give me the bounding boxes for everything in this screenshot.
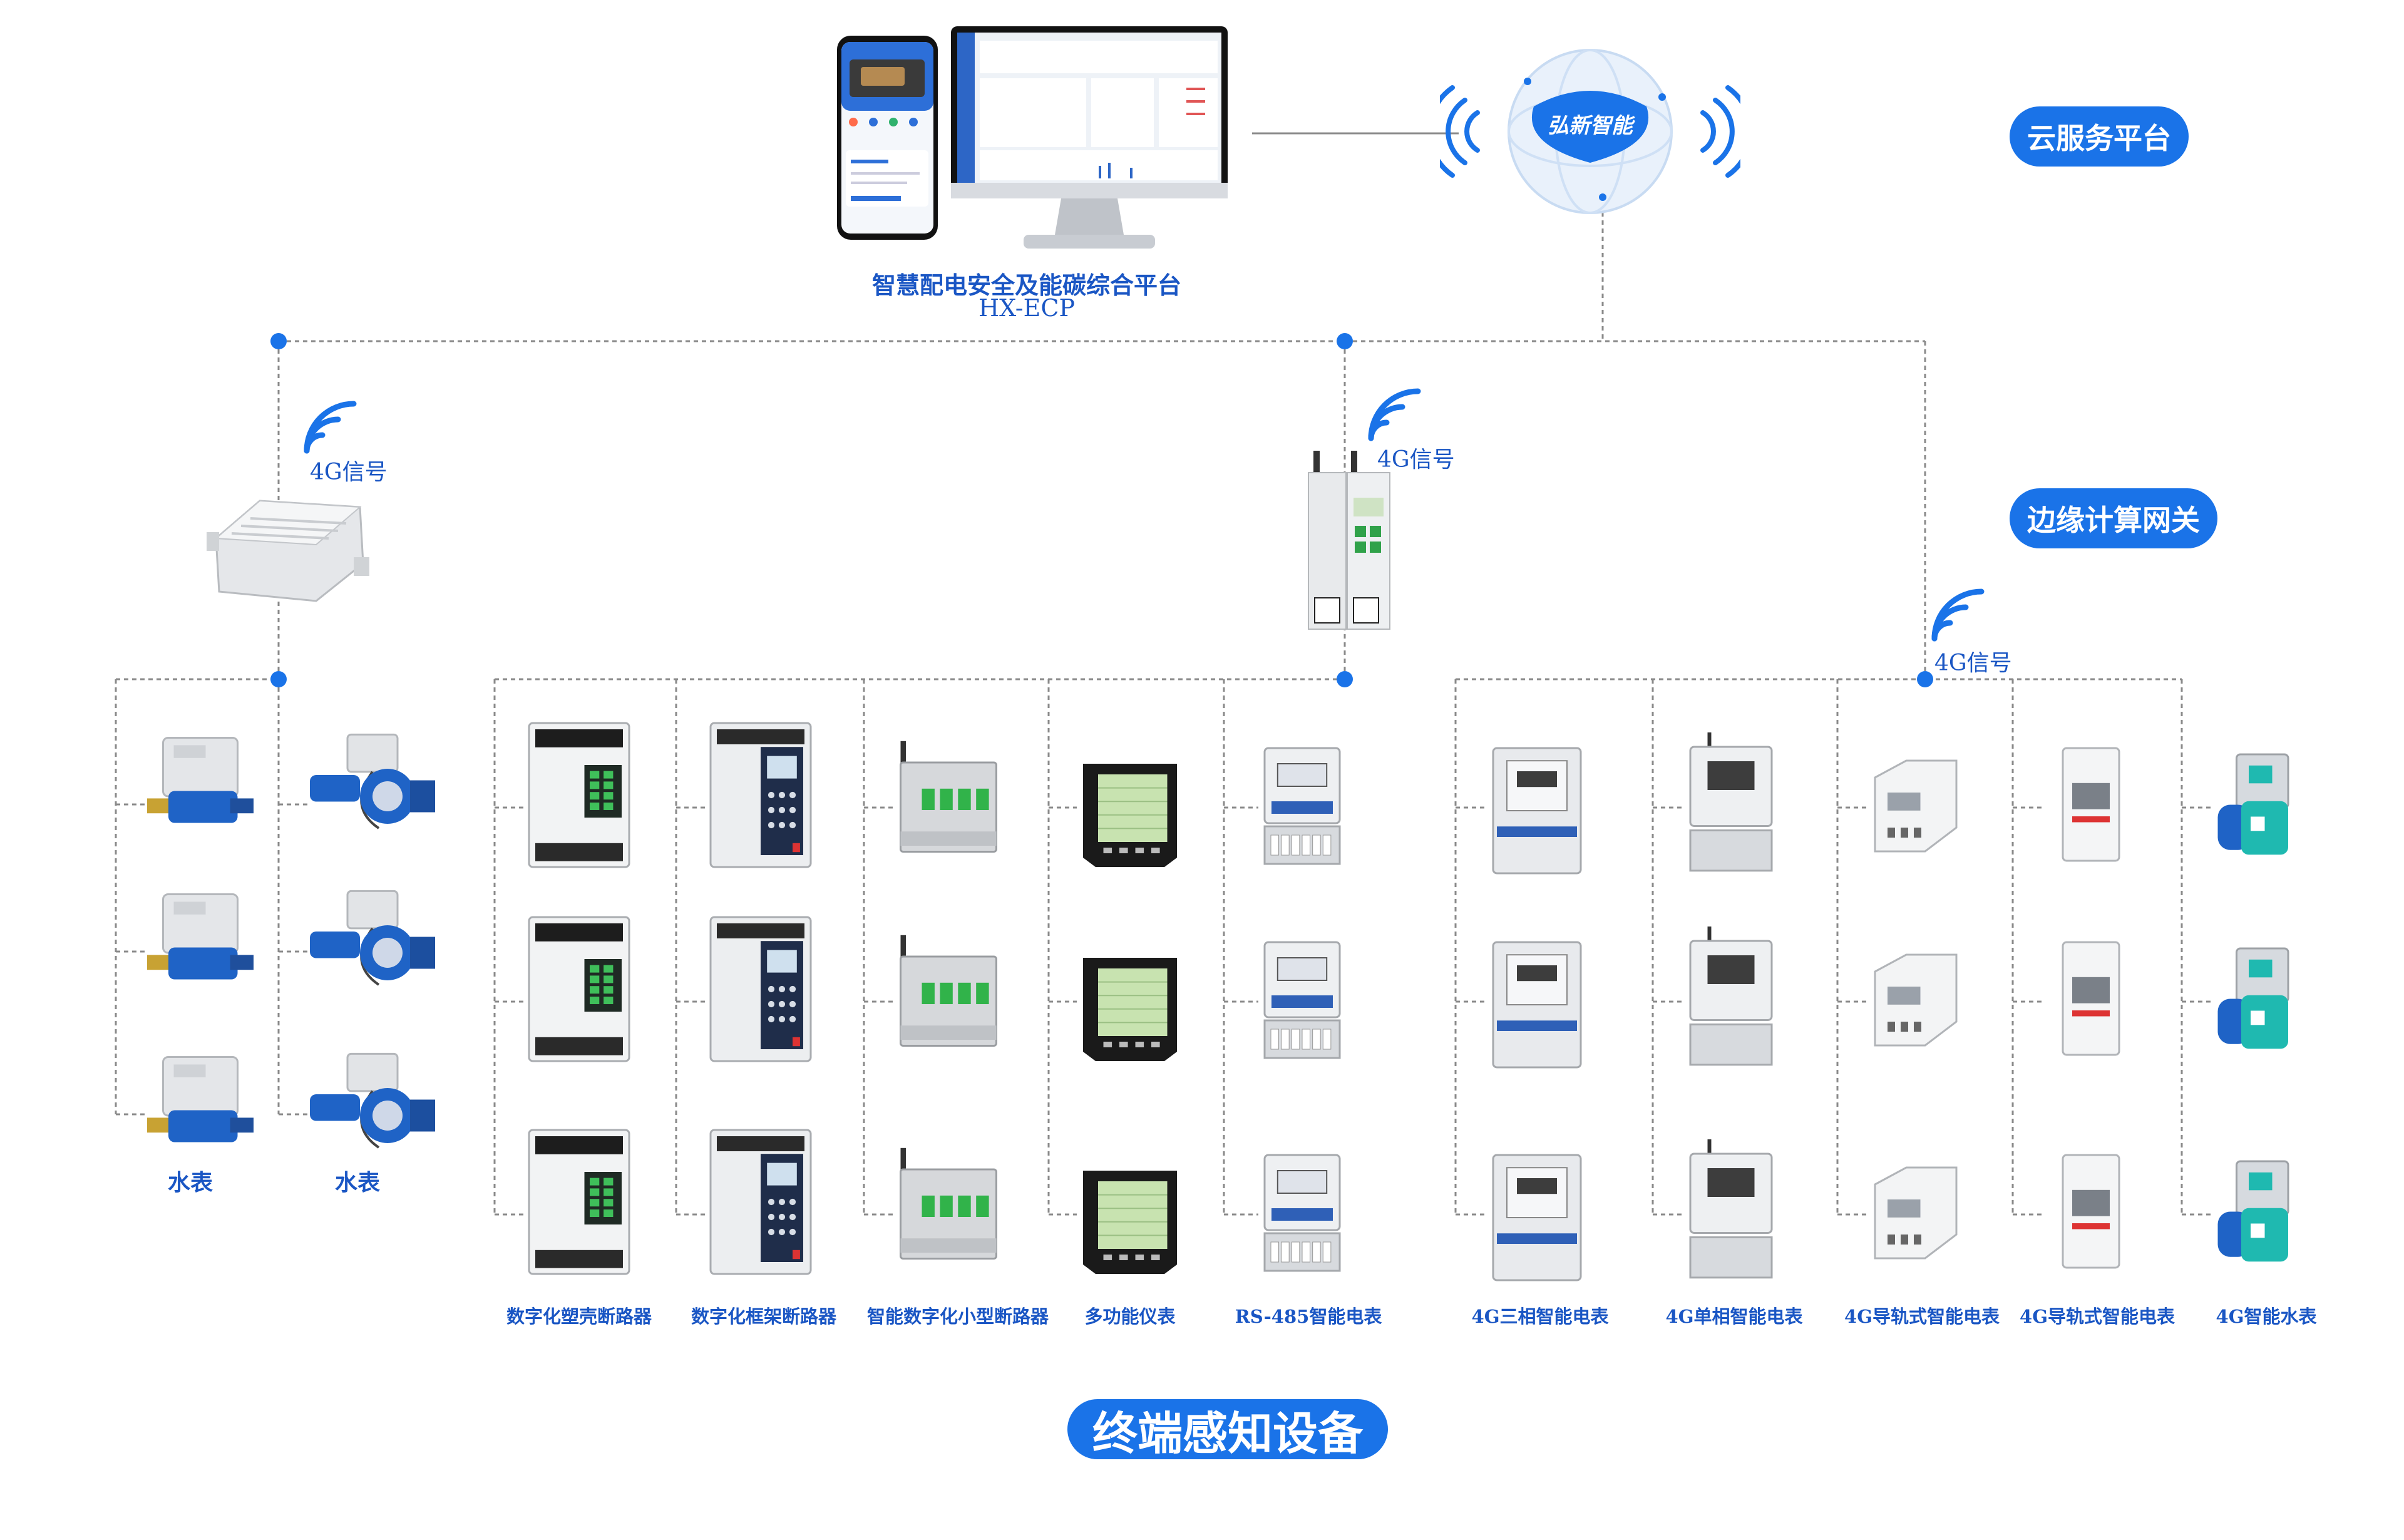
signal-label: 4G信号	[310, 459, 388, 485]
smart-water-meter-icon	[2217, 947, 2289, 1049]
water-meter-icon	[147, 737, 254, 823]
wifi-signal-icon	[1931, 588, 1985, 642]
mobile-phone	[836, 34, 939, 241]
din-meter-b-icon	[2062, 747, 2120, 862]
water-meter-icon	[147, 893, 254, 980]
edge-gateway-label: 边缘计算网关	[2010, 488, 2217, 548]
single-phase-meter-icon	[1689, 1139, 1773, 1279]
din-meter-a-icon	[1874, 953, 1958, 1047]
water-meter-label: 水表	[335, 1169, 381, 1196]
molded-breaker-icon	[528, 916, 630, 1062]
device-label: 4G单相智能电表	[1665, 1306, 1803, 1327]
smart-water-meter-icon	[2217, 753, 2289, 855]
outdoor-gateway	[203, 482, 372, 607]
frame-breaker-icon	[709, 916, 812, 1062]
din-meter-a-icon	[1874, 759, 1958, 853]
frame-breaker-icon	[709, 722, 812, 868]
mini-breaker-icon	[900, 1147, 997, 1260]
mini-breaker-icon	[900, 741, 997, 853]
single-phase-meter-icon	[1689, 927, 1773, 1066]
valve-water-meter-icon	[310, 890, 435, 986]
molded-breaker-icon	[528, 722, 630, 868]
multi-meter-icon	[1083, 958, 1177, 1061]
din-rail-gateway	[1302, 448, 1396, 635]
device-label: 多功能仪表	[1084, 1306, 1176, 1327]
wifi-signal-icon	[1368, 388, 1421, 441]
signal-label: 4G信号	[1934, 650, 2012, 676]
water-meter-label: 水表	[168, 1169, 213, 1196]
rs485-meter-icon	[1263, 1154, 1341, 1272]
device-label: 智能数字化小型断路器	[866, 1306, 1049, 1327]
valve-water-meter-icon	[310, 733, 435, 829]
molded-breaker-icon	[528, 1129, 630, 1275]
platform-code: HX-ECP	[978, 294, 1076, 322]
wifi-signal-icon	[304, 401, 357, 454]
svg-text:弘新智能: 弘新智能	[1548, 113, 1635, 138]
three-phase-meter-icon	[1492, 1154, 1582, 1281]
three-phase-meter-icon	[1492, 941, 1582, 1069]
rs485-meter-icon	[1263, 747, 1341, 865]
device-label: 数字化塑壳断路器	[506, 1306, 652, 1327]
device-label: 4G导轨式智能电表	[2020, 1306, 2175, 1327]
din-meter-b-icon	[2062, 1154, 2120, 1269]
desktop-monitor	[948, 25, 1230, 254]
rs485-meter-icon	[1263, 941, 1341, 1059]
terminal-devices-label: 终端感知设备	[1067, 1399, 1389, 1460]
multi-meter-icon	[1083, 1171, 1177, 1274]
cloud-globe-icon: 弘新智能	[1427, 38, 1754, 225]
device-label: RS-485智能电表	[1235, 1306, 1382, 1327]
signal-label: 4G信号	[1377, 447, 1455, 473]
single-phase-meter-icon	[1689, 732, 1773, 872]
cloud-platform-label: 云服务平台	[2010, 106, 2189, 167]
device-label: 4G智能水表	[2216, 1306, 2317, 1327]
multi-meter-icon	[1083, 764, 1177, 867]
device-label: 4G三相智能电表	[1471, 1306, 1609, 1327]
smart-water-meter-icon	[2217, 1160, 2289, 1262]
device-label: 数字化框架断路器	[691, 1306, 836, 1327]
three-phase-meter-icon	[1492, 747, 1582, 875]
mini-breaker-icon	[900, 935, 997, 1047]
device-label: 4G导轨式智能电表	[1844, 1306, 2000, 1327]
din-meter-b-icon	[2062, 941, 2120, 1056]
platform-title: 智慧配电安全及能碳综合平台	[871, 271, 1181, 299]
water-meter-icon	[147, 1056, 254, 1142]
frame-breaker-icon	[709, 1129, 812, 1275]
valve-water-meter-icon	[310, 1052, 435, 1149]
din-meter-a-icon	[1874, 1166, 1958, 1260]
